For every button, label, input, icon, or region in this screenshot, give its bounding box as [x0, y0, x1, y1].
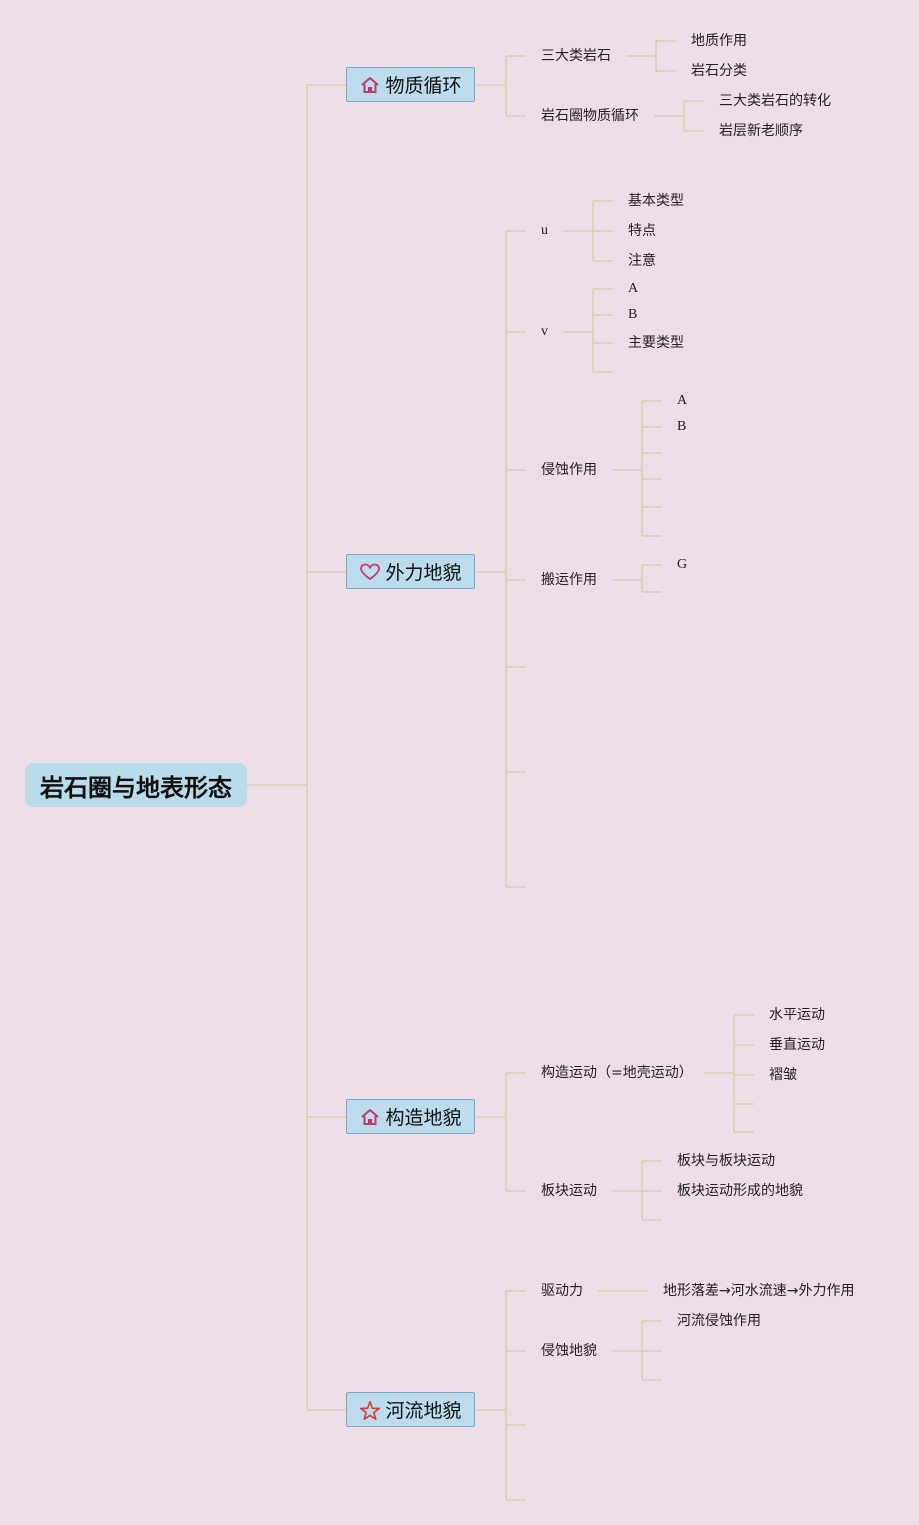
subnode-erosion[interactable]: 侵蚀作用	[541, 462, 597, 478]
branch-node-tectonic-landforms[interactable]: 构造地貌	[346, 1099, 475, 1134]
leaf-b[interactable]: B	[628, 307, 638, 322]
branch-label: 河流地貌	[385, 1400, 462, 1422]
leaf-a[interactable]: A	[628, 281, 639, 296]
leaf-erosion-a[interactable]: A	[677, 393, 688, 408]
leaf-folds[interactable]: 褶皱	[769, 1067, 797, 1083]
root-node[interactable]: 岩石圈与地表形态	[25, 763, 247, 807]
branch-label: 物质循环	[385, 75, 462, 97]
subnode-erosion-landforms[interactable]: 侵蚀地貌	[541, 1343, 597, 1359]
leaf-strata-order[interactable]: 岩层新老顺序	[719, 123, 803, 139]
leaf-plate-landforms[interactable]: 板块运动形成的地貌	[677, 1183, 803, 1199]
house-icon	[359, 74, 381, 96]
leaf-main-types[interactable]: 主要类型	[628, 335, 684, 351]
branch-node-external-landforms[interactable]: 外力地貌	[346, 554, 475, 589]
leaf-features[interactable]: 特点	[628, 223, 656, 239]
subnode-tectonic-movement[interactable]: 构造运动（=地壳运动）	[541, 1065, 693, 1081]
leaf-erosion-b[interactable]: B	[677, 419, 687, 434]
branch-label: 构造地貌	[385, 1107, 462, 1129]
branch-label: 外力地貌	[385, 562, 462, 584]
house-icon	[359, 1106, 381, 1128]
leaf-driving-chain[interactable]: 地形落差→河水流速→外力作用	[663, 1283, 855, 1299]
leaf-plates-and-motion[interactable]: 板块与板块运动	[677, 1153, 775, 1169]
leaf-geologic-action[interactable]: 地质作用	[691, 33, 747, 49]
subnode-v[interactable]: v	[541, 324, 548, 339]
heart-icon	[359, 561, 381, 583]
leaf-rock-transformation[interactable]: 三大类岩石的转化	[719, 93, 831, 109]
leaf-rock-classification[interactable]: 岩石分类	[691, 63, 747, 79]
subnode-u[interactable]: u	[541, 223, 548, 238]
leaf-basic-types[interactable]: 基本类型	[628, 193, 684, 209]
subnode-three-rock-types[interactable]: 三大类岩石	[541, 48, 611, 64]
subnode-driving-force[interactable]: 驱动力	[541, 1283, 583, 1299]
leaf-transport-g[interactable]: G	[677, 557, 688, 572]
leaf-horizontal-movement[interactable]: 水平运动	[769, 1007, 825, 1023]
subnode-plate-movement[interactable]: 板块运动	[541, 1183, 597, 1199]
branch-node-material-cycle[interactable]: 物质循环	[346, 67, 475, 102]
subnode-lithosphere-cycle[interactable]: 岩石圈物质循环	[541, 108, 639, 124]
leaf-vertical-movement[interactable]: 垂直运动	[769, 1037, 825, 1053]
star-icon	[359, 1399, 381, 1421]
leaf-river-erosion[interactable]: 河流侵蚀作用	[677, 1313, 761, 1329]
branch-node-river-landforms[interactable]: 河流地貌	[346, 1392, 475, 1427]
leaf-notes[interactable]: 注意	[628, 253, 656, 269]
subnode-transport[interactable]: 搬运作用	[541, 572, 597, 588]
